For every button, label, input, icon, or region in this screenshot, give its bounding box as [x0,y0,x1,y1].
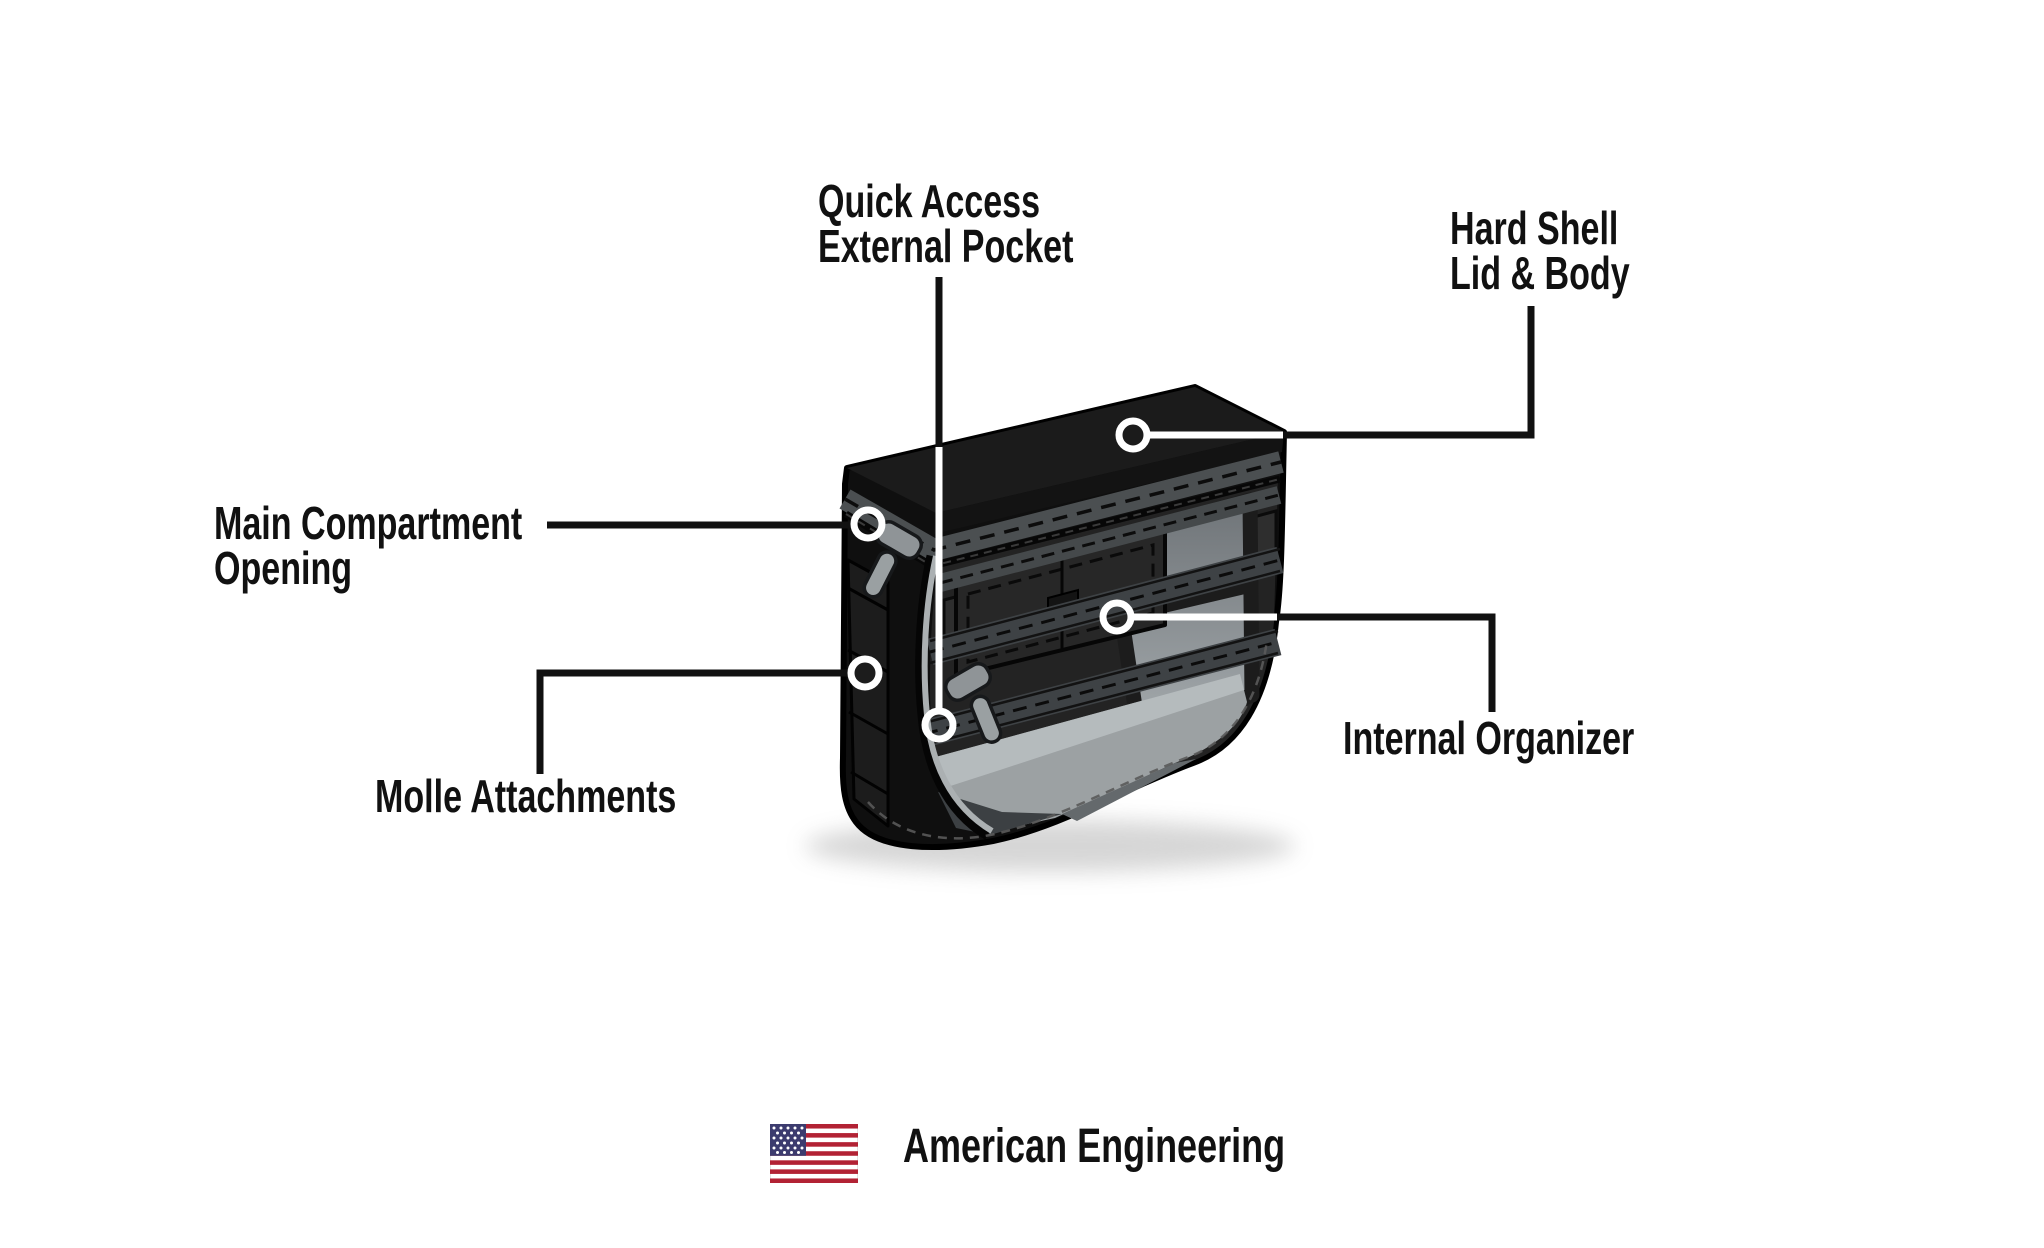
callout-marker-main-compartment [850,506,886,542]
interior-floor [932,674,1247,835]
footer-text: American Engineering [903,1120,1286,1173]
callout-label-quick-access: Quick Access External Pocket [818,175,1074,272]
callout-line-hard-shell [1115,306,1535,453]
callout-line-molle [536,655,883,774]
flag-stars [772,1126,804,1154]
callout-label-line: Hard Shell [1450,202,1619,254]
callout-label-line: Opening [214,542,353,594]
callout-label-line: Molle Attachments [375,770,677,822]
callout-label-molle: Molle Attachments [375,770,677,822]
us-flag-icon [770,1124,858,1183]
callout-marker-internal-organizer [1099,599,1135,635]
callout-label-line: Internal Organizer [1343,712,1635,764]
callout-marker-hard-shell [1115,417,1151,453]
callout-label-line: Quick Access [818,175,1041,227]
bag-interior [920,478,1284,835]
callout-line-internal-organizer [1099,599,1496,712]
callout-label-line: External Pocket [818,220,1074,272]
callout-label-main-compartment: Main Compartment Opening [214,497,523,594]
callout-label-line: Main Compartment [214,497,523,549]
callout-label-internal-organizer: Internal Organizer [1343,712,1635,764]
callout-label-hard-shell: Hard Shell Lid & Body [1450,202,1630,299]
body-zipper-band [937,486,1282,592]
callout-line-main-compartment [547,506,886,542]
callout-label-line: Lid & Body [1450,247,1630,299]
callout-marker-molle [847,655,883,691]
molle-panel [846,558,890,828]
callout-lines [536,277,1535,774]
callout-marker-quick-access [921,707,957,743]
external-pocket-zipper [943,662,1003,744]
lid-top-face [847,387,1284,513]
callout-line-quick-access [921,277,957,743]
